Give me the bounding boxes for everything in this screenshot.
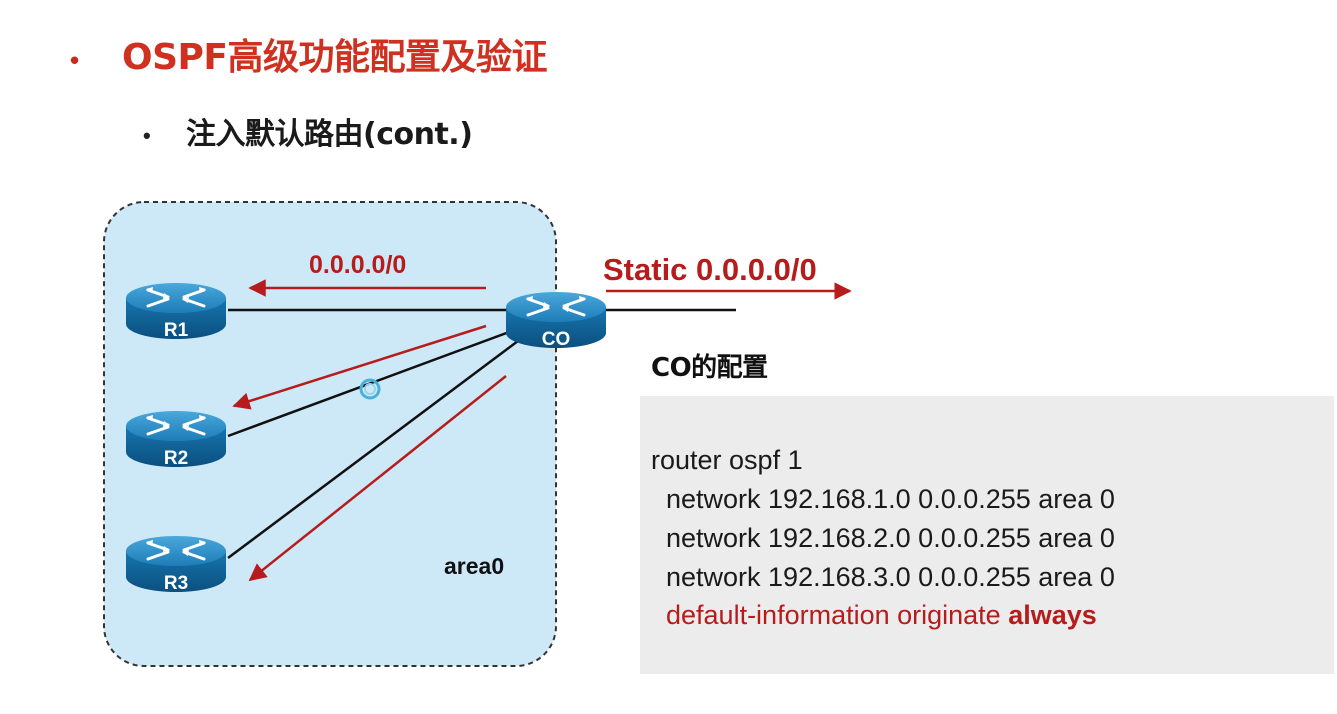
router-co-icon: CO <box>504 290 608 350</box>
link-co-r3 <box>227 336 523 560</box>
config-line-4: network 192.168.3.0 0.0.0.255 area 0 <box>651 562 1115 592</box>
page-subtitle: 注入默认路由(cont.) <box>186 117 473 152</box>
router-r2-label: R2 <box>164 448 188 469</box>
router-r3-icon: R3 <box>124 534 228 594</box>
router-r2-icon: R2 <box>124 409 228 469</box>
config-line-3: network 192.168.2.0 0.0.0.255 area 0 <box>651 523 1115 553</box>
static-route-label: Static 0.0.0.0/0 <box>603 252 817 287</box>
config-panel <box>640 396 1334 674</box>
area-label: area0 <box>444 553 504 579</box>
router-r3-label: R3 <box>164 573 188 594</box>
cursor-ring-icon <box>359 378 381 400</box>
config-default-keyword: always <box>1008 600 1097 630</box>
router-co-label: CO <box>542 329 571 350</box>
router-r1-label: R1 <box>164 320 189 341</box>
route-arrow-r3 <box>248 375 507 582</box>
subtitle-bullet: • <box>143 123 151 148</box>
config-line-default: default-information originate always <box>651 596 1097 634</box>
config-line-1: router ospf 1 <box>651 445 803 475</box>
config-default-prefix: default-information originate <box>651 600 1009 630</box>
config-line-2: network 192.168.1.0 0.0.0.255 area 0 <box>651 484 1115 514</box>
config-title: CO的配置 <box>651 353 768 383</box>
title-bullet: • <box>70 45 80 75</box>
page-title: OSPF高级功能配置及验证 <box>122 37 548 78</box>
router-r1-icon: R1 <box>124 281 228 341</box>
route-arrow-r2 <box>232 324 487 410</box>
inner-route-label: 0.0.0.0/0 <box>309 251 406 279</box>
